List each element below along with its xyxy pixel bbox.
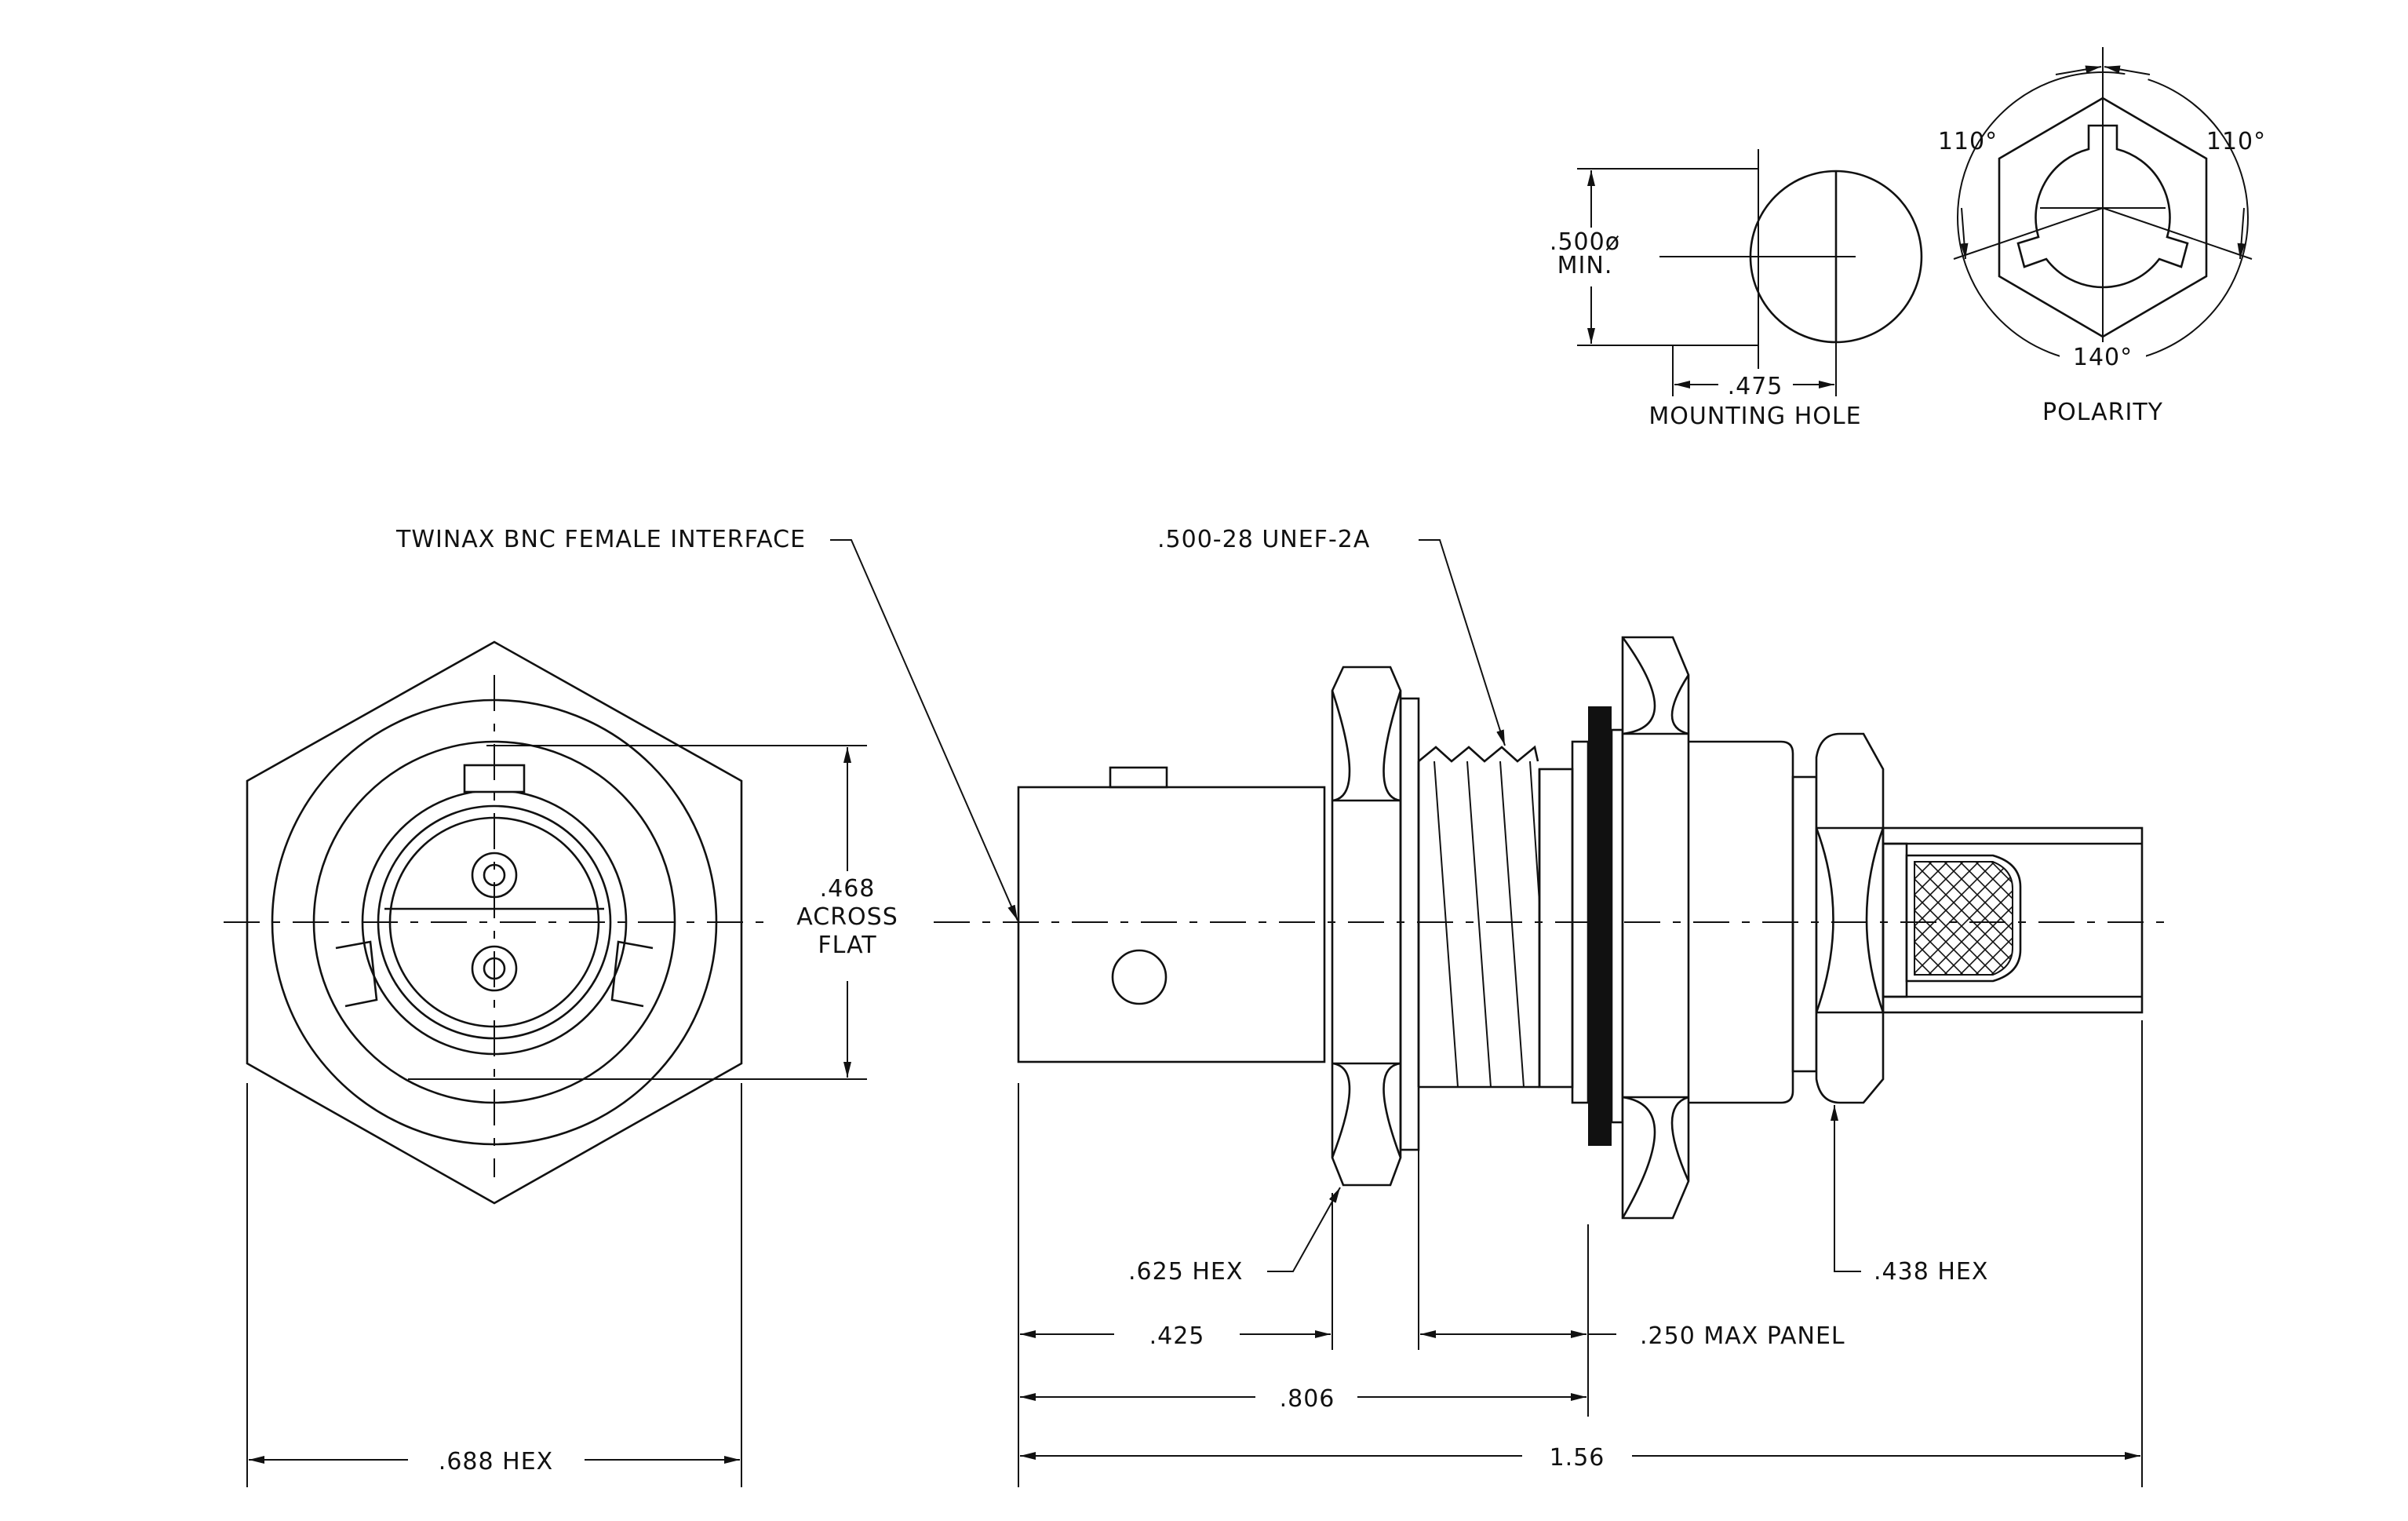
across-flat-label-2: FLAT [818,932,876,959]
hex-nut-438 [1815,732,1885,1104]
polarity-keyed-bore [2016,124,2189,289]
mounting-hole-outline [1749,170,1838,344]
mounting-flat-dim: .475 [1728,373,1783,400]
dim-156-label: 1.56 [1550,1444,1605,1472]
shoulder [1538,768,1574,1089]
front-view: .468 ACROSS FLAT .688 HEX [224,640,898,1487]
hex-625-label: .625 HEX [1128,1258,1243,1286]
max-panel-label: .250 MAX PANEL [1640,1322,1845,1350]
across-flat-value: .468 [820,875,876,903]
front-right-bayonet-pin [610,940,654,1008]
panel-gasket [1588,706,1612,1146]
polarity-label: POLARITY [2042,399,2163,426]
across-flat-label-1: ACROSS [796,903,898,931]
front-contact-bottom-outer [471,945,518,992]
front-left-bayonet-pin [335,940,378,1008]
bayonet-stud [1111,949,1168,1005]
interface-label: TWINAX BNC FEMALE INTERFACE [395,526,806,553]
angle-left-label: 110° [1938,128,1998,155]
leaders: TWINAX BNC FEMALE INTERFACE .500-28 UNEF… [395,526,1988,1286]
dim-425-label: .425 [1149,1322,1205,1350]
hex-438-label: .438 HEX [1874,1258,1988,1286]
bnc-top-stud [1109,766,1168,789]
polarity-view: 110° 110° 140° POLARITY [1938,47,2266,426]
mounting-min: MIN. [1557,252,1613,279]
mounting-hole-label: MOUNTING HOLE [1648,403,1861,430]
dim-806-label: .806 [1280,1385,1335,1413]
lock-washer [1399,697,1420,1151]
angle-right-label: 110° [2206,128,2266,155]
bnc-body [1017,786,1326,1063]
mounting-diameter: .500ø [1550,228,1620,256]
side-dimensions: .425 .250 MAX PANEL .806 1.56 [1018,1020,2143,1487]
front-hex-outline [246,640,743,1205]
thread-label: .500-28 UNEF-2A [1157,526,1370,553]
mounting-hole-view: .500ø MIN. .475 MOUNTING HOLE [1550,149,1923,430]
thread-outline [1418,745,1539,763]
hex-nut-625 [1331,666,1402,1187]
angle-bottom-label: 140° [2073,344,2133,371]
side-view [934,636,2166,1220]
hex-688-label: .688 HEX [439,1448,553,1475]
